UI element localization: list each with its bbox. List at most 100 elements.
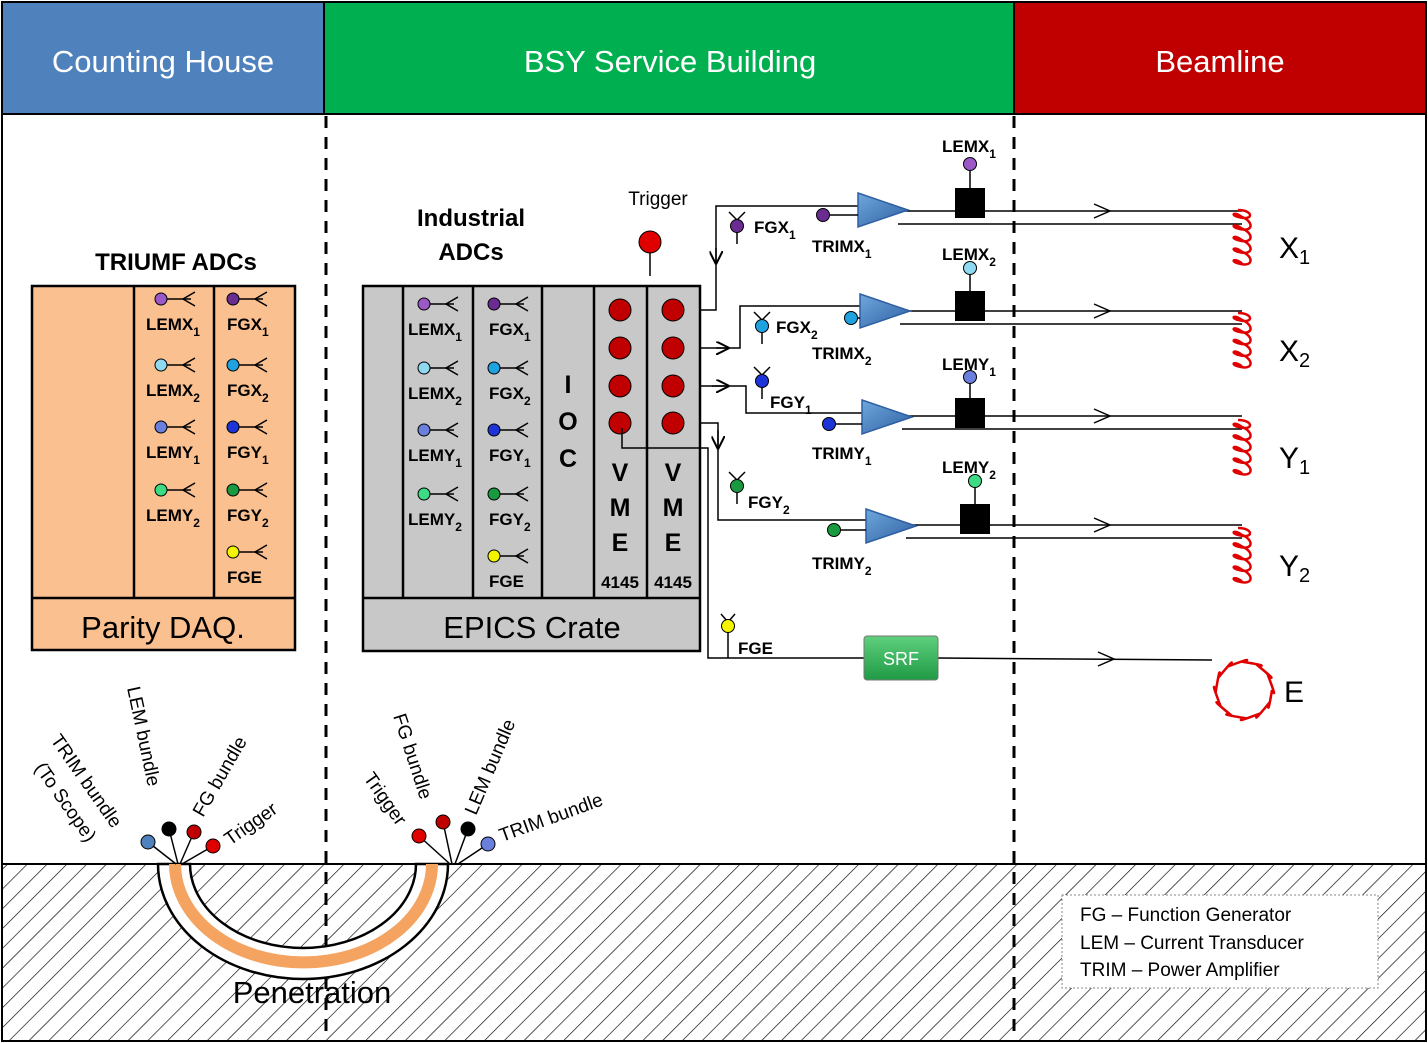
epics-lem-connector-1 [417, 360, 459, 376]
trim-label-2: TRIMY1 [812, 444, 872, 468]
epics-lem-connector-3 [417, 486, 459, 502]
vme1-led-0 [661, 298, 685, 322]
triumf-fg-connector-4 [226, 544, 268, 560]
coil-icon-2 [1232, 418, 1252, 476]
trim-amplifier-0 [857, 191, 911, 229]
vme1-letter-1: M [663, 494, 684, 522]
vme0-led-2 [608, 374, 632, 398]
epics-fg-connector-3 [487, 486, 529, 502]
vme1-led-3 [661, 411, 685, 435]
vme0-led-0 [608, 298, 632, 322]
penetration-conduit [156, 862, 450, 981]
energy-coil-label: E [1284, 676, 1304, 709]
right-trigger-label: Trigger [359, 769, 411, 830]
penetration-label: Penetration [233, 975, 392, 1010]
vme1-letter-2: E [665, 529, 682, 557]
industrial-adcs-title-2: ADCs [438, 239, 503, 266]
epics-fg-connector-0 [487, 296, 529, 312]
vme0-letter-1: M [610, 494, 631, 522]
trim-label-1: TRIMX2 [812, 344, 872, 368]
epics-crate-box [361, 284, 702, 653]
coil-icon-3 [1232, 526, 1252, 584]
ioc-letter-1: O [558, 408, 577, 436]
parity-daq-label: Parity DAQ. [81, 610, 245, 645]
vme0-letter-2: E [612, 529, 629, 557]
left-fg-bundle-label: FG bundle [189, 733, 252, 820]
trigger-connector [638, 230, 662, 254]
right-trigger-connector [411, 828, 427, 844]
triumf-fg-label-4: FGE [227, 568, 262, 587]
header-counting-house-label: Counting House [52, 44, 274, 79]
triumf-fg-connector-3 [226, 482, 268, 498]
triumf-fg-connector-0 [226, 291, 268, 307]
right-fg-bundle-connector [435, 814, 451, 830]
epics-fg-connector-4 [487, 548, 529, 564]
header-beamline [1013, 1, 1427, 115]
trim-label-3: TRIMY2 [812, 554, 872, 578]
triumf-lem-connector-2 [154, 419, 196, 435]
fge-label: FGE [738, 639, 773, 658]
lem-transducer-3 [960, 504, 990, 534]
header-counting-house [1, 1, 325, 115]
coil-icon-1 [1232, 311, 1252, 369]
industrial-adcs-title-1: Industrial [417, 205, 525, 232]
energy-coil-icon [1212, 658, 1276, 722]
left-trigger-label: Trigger [221, 798, 282, 850]
legend-trim: TRIM – Power Amplifier [1080, 960, 1280, 981]
epics-fg-connector-2 [487, 422, 529, 438]
triumf-fg-connector-2 [226, 419, 268, 435]
vme0-led-1 [608, 336, 632, 360]
header-bsy [323, 1, 1015, 115]
epics-crate-label: EPICS Crate [443, 610, 620, 645]
right-lem-bundle-label: LEM bundle [461, 716, 520, 818]
right-trim-bundle-connector [480, 836, 496, 852]
fg-label-3: FGY2 [748, 493, 790, 517]
epics-lem-connector-2 [417, 422, 459, 438]
energy-channel [621, 428, 1213, 667]
left-trim-bundle-connector [140, 834, 156, 850]
legend-lem: LEM – Current Transducer [1080, 933, 1305, 954]
left-trigger-connector [205, 838, 221, 854]
triumf-lem-connector-1 [154, 357, 196, 373]
coil-label-1: X2 [1279, 335, 1310, 372]
header-bsy-label: BSY Service Building [524, 44, 816, 79]
vme0-model: 4145 [601, 573, 639, 592]
coil-label-3: Y2 [1279, 550, 1310, 587]
right-lem-bundle-connector [460, 821, 476, 837]
triumf-title: TRIUMF ADCs [95, 249, 257, 276]
legend-fg: FG – Function Generator [1080, 905, 1292, 926]
srf-box [863, 635, 939, 681]
fg-label-1: FGX2 [776, 318, 818, 342]
right-fg-bundle-label: FG bundle [388, 711, 435, 802]
fg-label-0: FGX1 [754, 218, 796, 242]
coil-label-0: X1 [1279, 232, 1310, 269]
legend-box [1061, 894, 1379, 989]
triumf-adc-box [30, 284, 297, 652]
vme1-led-2 [661, 374, 685, 398]
lem-transducer-1 [955, 291, 985, 321]
ioc-letter-2: C [559, 445, 577, 473]
header-beamline-label: Beamline [1155, 44, 1284, 79]
vme1-letter-0: V [665, 459, 682, 487]
coil-label-2: Y1 [1279, 442, 1310, 479]
triumf-fg-connector-1 [226, 357, 268, 373]
lem-transducer-2 [955, 398, 985, 428]
triumf-lem-connector-3 [154, 482, 196, 498]
coil-icon-0 [1232, 208, 1252, 266]
vme0-led-3 [608, 411, 632, 435]
vme1-led-1 [661, 336, 685, 360]
trim-amplifier-2 [861, 398, 915, 436]
trim-amplifier-1 [859, 292, 913, 330]
epics-lem-connector-0 [417, 296, 459, 312]
left-fg-bundle-connector [186, 824, 202, 840]
trim-amplifier-3 [865, 507, 919, 545]
left-lem-bundle-label: LEM bundle [122, 685, 164, 789]
triumf-lem-connector-0 [154, 291, 196, 307]
left-lem-bundle-connector [161, 821, 177, 837]
right-trim-bundle-label: TRIM bundle [497, 790, 606, 847]
